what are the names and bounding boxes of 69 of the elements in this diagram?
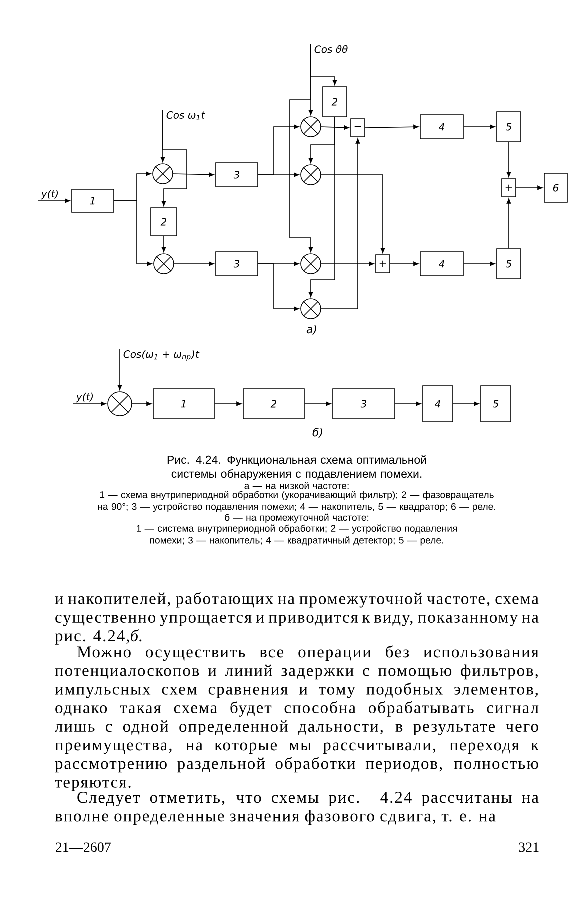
arrow (132, 402, 152, 406)
key-heading: б — на промежуточной частоте: (225, 514, 369, 523)
figure-label: б) (312, 428, 322, 438)
caption: Рис. 4.24. Функциональная схема оптимальной системы обнаружения с подавлением помехи. (168, 455, 426, 480)
arrow (308, 117, 336, 298)
signal-label: Cos ϑθ (314, 45, 348, 54)
arrow (118, 348, 122, 390)
arrow (304, 402, 332, 406)
mixer-symbol (300, 298, 322, 320)
block-box: 4 (422, 386, 454, 422)
arrow (321, 174, 386, 254)
arrow (258, 172, 300, 178)
block-box: 6 (544, 173, 568, 203)
arrow (321, 262, 374, 266)
key-text: 1 — схема внутрипериодной обработки (укорачивающий фильтр); 2 — фазовращатель на 90°; 3 — устройство подавления помехи; 4 — накопитель, 5 — квадратор; 6 — реле. (98, 491, 496, 512)
arrow (290, 44, 314, 252)
arrow (506, 198, 512, 250)
summing-box: + (502, 178, 516, 198)
arrow (173, 172, 214, 178)
signal-label: y(t) (41, 190, 58, 200)
paragraph: Следует отметить, что схемы рис. 4.24 рассчитаны на вполне определенные значения фазового сдвига, т. е. на (55, 792, 539, 826)
summing-box: + (376, 254, 390, 274)
arrow (162, 236, 166, 252)
mixer-symbol (300, 164, 322, 186)
summing-box: − (350, 118, 366, 138)
arrow (464, 262, 496, 266)
block-box: 1 (153, 388, 215, 420)
arrow (516, 186, 543, 190)
paragraph: Можно осуществить все операции без использования потенциалоскопов и линий задержки с помощью фильтров, импульсных схем сравнения и тому подобных элементов, однако такая схема будет способна обрабатывать сигнал лишь с одной определенной дальности, в результате чего преимущества, на которые мы рассчитывали, переходя к рассмотрению раздельной обработки периодов, полностью теряются. (55, 646, 540, 792)
signal-label: Cos(ω$_{1}$ + ω$_{пр}$)t (124, 350, 200, 361)
mixer-symbol (108, 392, 132, 416)
arrow (395, 402, 422, 406)
page-footer: 21—2607 (56, 842, 111, 852)
arrow (258, 264, 300, 312)
arrow (114, 200, 152, 266)
key-text: 1 — система внутрипериодной обработки; 2 — устройство подавления помехи; 3 — накопитель; 4 — квадратичный детектор; 5 — реле. (137, 524, 458, 546)
block-box: 1 (72, 189, 114, 213)
block-box: 2 (150, 208, 178, 236)
arrow (321, 126, 350, 130)
arrow (464, 124, 496, 130)
arrow (365, 124, 419, 130)
arrow (390, 262, 419, 266)
block-box: 4 (420, 114, 464, 140)
signal-label: Cos ω$_{1}$t (166, 111, 206, 120)
paragraph: и накопителей, работающих на промежуточной частоте, схема существенно упрощается и приводится к виду, показанному на рис. 4.24,б. (55, 592, 539, 645)
block-box: 5 (480, 386, 512, 422)
mixer-symbol (154, 254, 174, 274)
arrow (321, 138, 360, 310)
page-number: 321 (519, 842, 539, 852)
mixer-symbol (300, 116, 322, 138)
mixer-symbol (152, 164, 174, 184)
arrow (174, 262, 214, 266)
block-box: 5 (496, 112, 522, 142)
block-box: 3 (216, 252, 258, 276)
mixer-symbol (300, 254, 322, 274)
block-box: 3 (332, 388, 396, 420)
block-box: 2 (322, 86, 348, 118)
block-box: 5 (496, 248, 522, 280)
key-heading: а — на низкой частоте: (244, 482, 349, 490)
arrow (162, 110, 188, 206)
arrow (72, 402, 106, 406)
arrow (214, 402, 242, 406)
signal-label: y(t) (76, 392, 94, 403)
block-box: 3 (216, 162, 258, 188)
arrow (453, 402, 480, 406)
arrow (506, 142, 512, 178)
block-box: 2 (243, 388, 305, 420)
block-box: 4 (420, 252, 464, 276)
arrow (38, 198, 70, 204)
